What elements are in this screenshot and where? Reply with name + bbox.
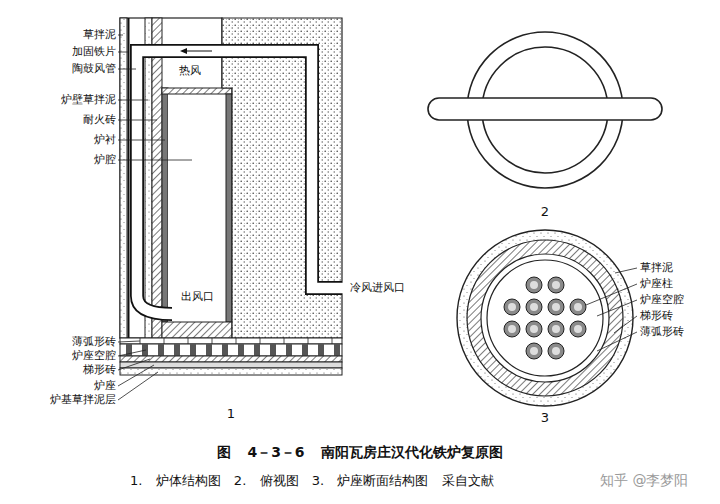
part-label: 草拌泥: [83, 28, 116, 41]
part-label: 加固铁片: [72, 45, 116, 58]
leader-lines: [586, 268, 637, 351]
top-view: [428, 32, 662, 188]
part-label: 冷风进风口: [350, 281, 405, 294]
watermark: 知乎 @李梦阳: [600, 472, 688, 489]
part-label: 炉壁草拌泥: [61, 93, 116, 106]
part-label: 炉座空腔: [640, 293, 684, 306]
part-label: 炉座空腔: [72, 349, 116, 362]
part-label: 陶鼓风管: [72, 62, 116, 75]
part-label: 炉座: [94, 379, 116, 392]
part-label: 梯形砖: [83, 363, 116, 376]
furnace-section: [120, 18, 343, 375]
figure-number: 3: [541, 410, 549, 426]
figure-number: 2: [541, 204, 549, 220]
leader-lines: [118, 35, 192, 400]
part-label: 薄弧形砖: [72, 335, 116, 348]
part-label: 热风: [179, 64, 201, 77]
figure-number: 1: [227, 406, 235, 422]
part-label: 梯形砖: [640, 309, 673, 322]
part-label: 炉衬: [94, 133, 116, 146]
part-label: 炉基草拌泥层: [50, 393, 116, 406]
part-label: 薄弧形砖: [640, 325, 684, 338]
base-section: [457, 230, 633, 406]
part-label: 草拌泥: [640, 261, 673, 274]
part-label: 炉腔: [94, 153, 116, 166]
figure-caption: 1. 炉体结构图 2. 俯视图 3. 炉座断面结构图 采自文献: [130, 473, 494, 489]
part-label: 出风口: [181, 290, 214, 303]
figure-title: 图 4－3－6 南阳瓦房庄汉代化铁炉复原图: [217, 444, 502, 461]
part-label: 炉座柱: [640, 277, 673, 290]
part-label: 耐火砖: [83, 113, 116, 126]
